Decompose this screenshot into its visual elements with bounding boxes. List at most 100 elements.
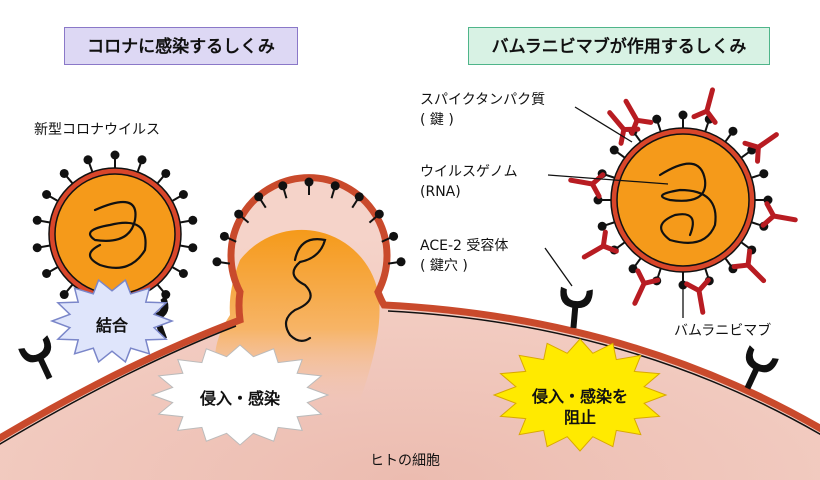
- antibody-arm: [635, 268, 647, 286]
- spike-protein: [759, 169, 769, 179]
- receptor-stem: [570, 305, 579, 329]
- antibody-arm: [600, 229, 608, 249]
- antibody-arm: [731, 262, 751, 270]
- antibody: [581, 229, 619, 260]
- antibody-arm: [755, 144, 761, 164]
- virus-genome: [284, 238, 327, 342]
- spike-leader: [574, 106, 633, 143]
- burst-label-bind: 結合: [95, 316, 128, 335]
- antibody-stem: [755, 132, 779, 150]
- spike-protein: [42, 269, 52, 278]
- antibody-arm: [684, 281, 702, 294]
- label-virus-genome: ウイルスゲノム: [420, 164, 518, 180]
- receptor-stem: [744, 367, 760, 390]
- spike-protein: [396, 257, 406, 267]
- spike-protein: [330, 181, 340, 191]
- bind-burst: [49, 278, 175, 364]
- burst-label-block-1: 侵入・感染を: [531, 387, 628, 406]
- spike-protein: [161, 290, 171, 300]
- spike-protein: [212, 257, 222, 267]
- spike-protein: [728, 126, 738, 136]
- virus-entering-cell: [212, 177, 406, 342]
- receptor-cup: [745, 345, 779, 373]
- receptor-stem: [37, 357, 53, 380]
- spike-protein: [137, 155, 147, 165]
- spike-protein: [278, 181, 288, 191]
- spike-protein: [178, 269, 188, 278]
- antibody: [568, 172, 606, 199]
- spike-protein: [389, 231, 399, 241]
- antibody-arm: [760, 213, 777, 228]
- receptor-cup: [560, 286, 593, 309]
- label-spike-protein: スパイクタンパク質: [420, 92, 546, 108]
- antibodies: [568, 87, 798, 315]
- antibody-stem: [632, 280, 647, 306]
- block-burst: [492, 338, 668, 452]
- antibody: [731, 248, 767, 284]
- spike-protein: [59, 290, 69, 300]
- label-rna: (RNA): [420, 184, 461, 200]
- spike-protein: [354, 192, 364, 202]
- spike-protein: [609, 145, 619, 155]
- spike-protein: [304, 177, 314, 187]
- label-coronavirus: 新型コロナウイルス: [34, 122, 160, 138]
- spike-protein: [628, 264, 638, 274]
- spike-protein: [32, 243, 42, 253]
- spike-protein: [32, 215, 42, 225]
- ace2-receptor: [18, 335, 53, 380]
- spike-protein: [652, 114, 662, 124]
- antibody-stem: [696, 288, 706, 315]
- receptor-leader: [544, 247, 573, 287]
- virus-genome: [88, 200, 147, 269]
- infect-burst: [150, 344, 330, 446]
- antibody-stem: [771, 213, 798, 223]
- virus-neutralized: [593, 110, 773, 290]
- antibody-stem: [607, 110, 627, 133]
- label-bamlanivimab: バムラニビマブ: [674, 323, 772, 339]
- cell-membrane-outline: [0, 310, 820, 445]
- spike-protein: [219, 231, 229, 241]
- ace2-receptor: [560, 286, 593, 329]
- antibody-arm: [704, 108, 718, 125]
- label-spike-key: ( 鍵 ): [420, 112, 454, 128]
- spike-protein: [254, 192, 264, 202]
- burst-label-infect: 侵入・感染: [199, 389, 280, 408]
- antibody-stem: [623, 98, 640, 123]
- spike-protein: [597, 221, 607, 231]
- spike-protein: [59, 168, 69, 178]
- spike-protein: [234, 209, 244, 219]
- label-human-cell: ヒトの細胞: [370, 453, 440, 469]
- label-ace2-receptor: ACE-2 受容体: [420, 238, 509, 254]
- title-drug-mechanism: バムラニビマブが作用するしくみ: [468, 27, 770, 65]
- antibody-arm: [589, 172, 606, 187]
- antibody: [760, 201, 798, 228]
- antibody-stem: [745, 262, 767, 284]
- antibody: [684, 277, 711, 315]
- antibody: [742, 132, 779, 164]
- label-keyhole: ( 鍵穴 ): [420, 258, 468, 274]
- spike-protein: [161, 168, 171, 178]
- genome-leader: [547, 174, 669, 185]
- spike-protein: [188, 243, 198, 253]
- antibody-stem: [581, 243, 606, 260]
- virus-free: [32, 150, 198, 318]
- virus-genome: [658, 162, 717, 244]
- antibody: [632, 268, 661, 306]
- receptor-cup: [18, 335, 52, 363]
- leader-lines: [544, 106, 684, 318]
- spike-protein: [678, 110, 688, 120]
- antibody-stem: [568, 177, 595, 187]
- virus-core: [54, 173, 176, 295]
- burst-label-block-2: 阻止: [563, 408, 596, 427]
- spike-protein: [178, 190, 188, 199]
- spike-protein: [110, 150, 120, 160]
- title-infection-mechanism: コロナに感染するしくみ: [64, 27, 298, 65]
- ace2-receptor: [744, 345, 779, 390]
- spike-protein: [188, 215, 198, 225]
- antibody-stem: [704, 87, 716, 114]
- spike-protein: [42, 190, 52, 199]
- cell-membrane: [0, 174, 820, 443]
- spike-protein: [83, 155, 93, 165]
- spike-protein: [374, 209, 384, 219]
